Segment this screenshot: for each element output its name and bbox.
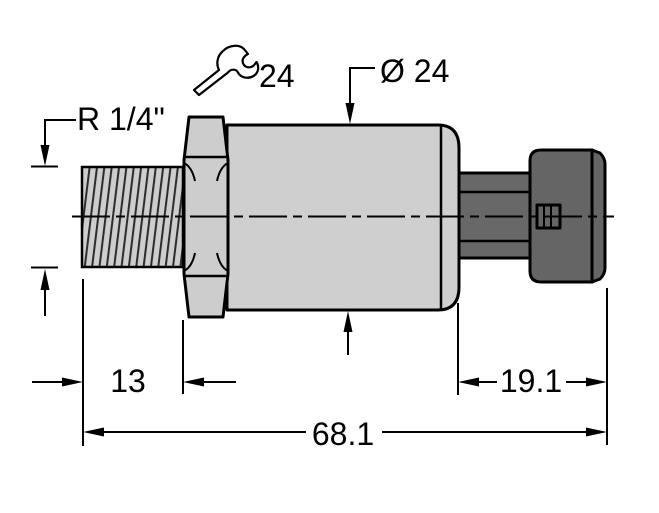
dim-thread-size: R 1/4" <box>31 101 165 316</box>
thread-size-label: R 1/4" <box>77 101 165 137</box>
body-diameter-label: Ø 24 <box>380 53 449 89</box>
dim-body-diameter: Ø 24 <box>343 53 449 355</box>
wrench-size-label: 24 <box>259 58 295 94</box>
dim-connector-length: 19.1 <box>457 288 608 445</box>
dim-overall-length: 68.1 <box>83 416 607 452</box>
overall-length-label: 68.1 <box>312 416 374 452</box>
dim-thread-length: 13 <box>32 279 236 446</box>
dim-wrench-size: 24 <box>192 44 295 97</box>
connector-length-label: 19.1 <box>500 363 562 399</box>
thread-length-label: 13 <box>110 363 146 399</box>
wrench-icon <box>192 44 260 97</box>
